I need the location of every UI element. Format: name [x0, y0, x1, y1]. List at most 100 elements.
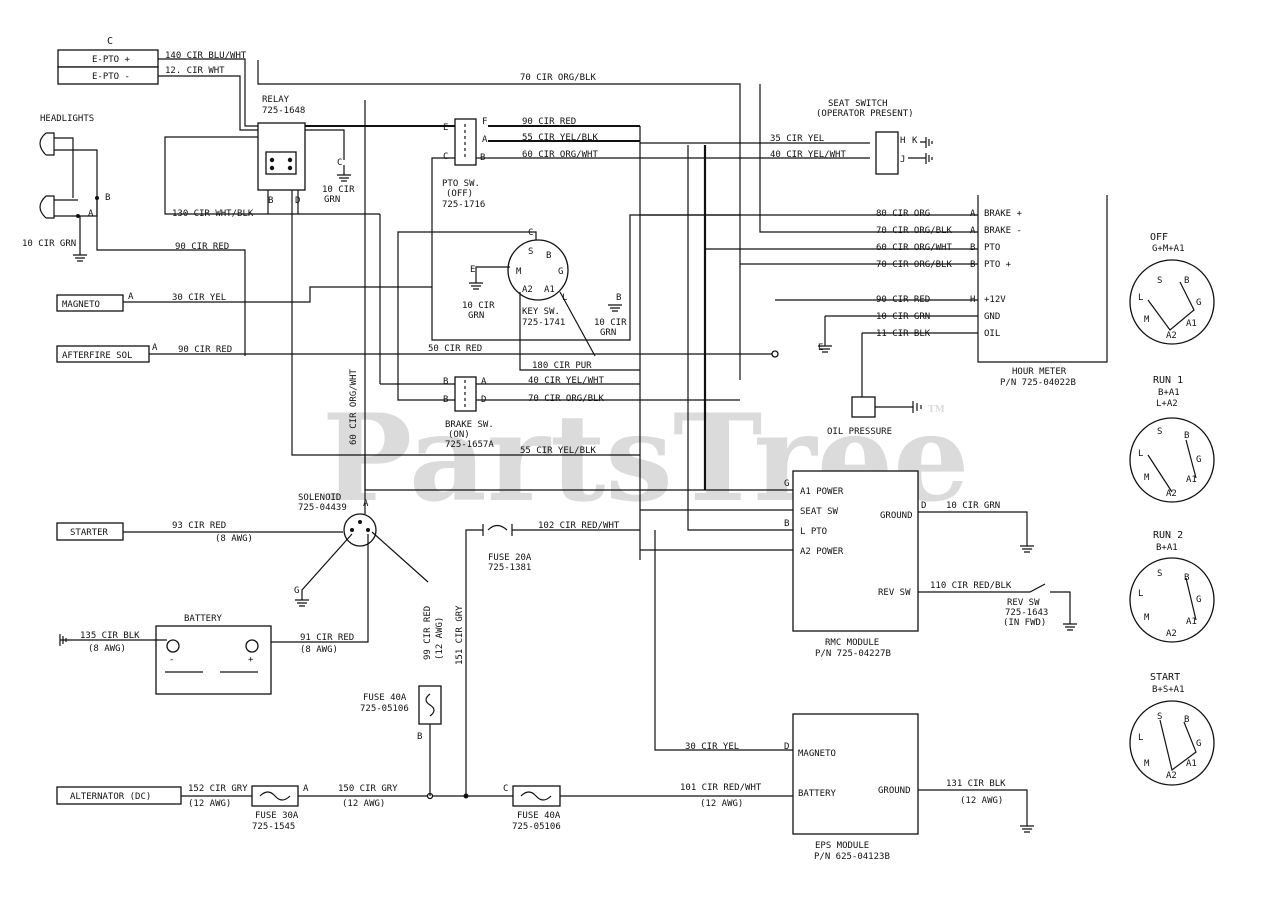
wire-91-gauge: (8 AWG)	[300, 645, 338, 655]
key-position-run1: RUN 1 B+A1 L+A2 S B L G M A2 A1	[1129, 375, 1215, 503]
solenoid-part: 725-04439	[298, 503, 347, 513]
svg-text:B: B	[1184, 715, 1189, 725]
key-gnd-right-pin: B	[616, 293, 621, 303]
svg-text:A2: A2	[1166, 489, 1177, 499]
rmc-rev-label: REV SW	[878, 588, 911, 598]
pto-pin-a: A	[482, 135, 488, 145]
rev-switch-title: REV SW	[1007, 598, 1040, 608]
magneto-pin: A	[128, 292, 134, 302]
relay-gnd-pin: C	[337, 158, 342, 168]
magneto-label: MAGNETO	[62, 300, 100, 310]
eps-magneto-label: MAGNETO	[798, 749, 836, 759]
hm-pin-3: B	[970, 260, 975, 270]
fuse-30a-title: FUSE 30A	[255, 811, 299, 821]
key-gnd-left-pin: E	[470, 265, 475, 275]
hour-meter-part: P/N 725-04022B	[1000, 378, 1076, 388]
key-gnd-right-2: GRN	[600, 328, 616, 338]
battery-neg-label: -	[169, 655, 174, 665]
wire-93-gauge: (8 AWG)	[215, 534, 253, 544]
solenoid-gnd-wire	[301, 533, 353, 600]
starter-label: STARTER	[70, 528, 109, 538]
afterfire-pin: A	[152, 343, 158, 353]
key-pos-run2-combo: B+A1	[1156, 543, 1178, 553]
svg-text:A1: A1	[1186, 319, 1197, 329]
relay-ground-icon	[337, 165, 351, 182]
rmc-module-body	[792, 470, 919, 632]
hm-wire-6: 11 CIR BLK	[876, 329, 931, 339]
seat-pin-k: K	[912, 136, 918, 146]
key-pin-m: M	[516, 267, 522, 277]
key-gnd-left-2: GRN	[468, 311, 484, 321]
brake-pin-a: A	[481, 377, 487, 387]
magneto-box	[56, 294, 124, 312]
rev-switch-part: 725-1643	[1005, 608, 1048, 618]
relay-gnd-label: 10 CIR	[322, 185, 355, 195]
wire-key-l	[559, 291, 596, 357]
seat-switch-subtitle: (OPERATOR PRESENT)	[816, 109, 914, 119]
relay-pin-b: B	[268, 196, 273, 206]
key-ground-right-icon	[608, 304, 622, 312]
wire-150-label: 150 CIR GRY	[338, 784, 398, 794]
headlight-wires	[54, 137, 98, 217]
hour-meter-gnd-pin: E	[818, 343, 823, 353]
wire-140-label: 140 CIR BLU/WHT	[165, 51, 247, 61]
wire-151-label: 151 CIR GRY	[455, 605, 465, 665]
key-position-start: START B+S+A1 S B L G M A2 A1	[1129, 672, 1215, 786]
svg-text:A2: A2	[1166, 331, 1177, 341]
key-switch-body	[507, 239, 569, 301]
rmc-input-2: L PTO	[800, 527, 827, 537]
svg-text:G: G	[1196, 298, 1201, 308]
brake-pin-b1: B	[443, 377, 448, 387]
key-gnd-wire	[475, 266, 510, 283]
wire-135-label: 135 CIR BLK	[80, 631, 140, 641]
wire-70b-label: 70 CIR ORG/BLK	[528, 394, 604, 404]
key-pin-l: L	[562, 293, 567, 303]
key-pin-b: B	[546, 251, 551, 261]
headlights-ground-label: 10 CIR GRN	[22, 239, 76, 249]
wire-99-label: 99 CIR RED	[423, 606, 433, 660]
headlight-1-icon	[39, 132, 55, 156]
wire-140	[158, 58, 258, 127]
pto-part: 725-1716	[442, 200, 485, 210]
wire-40b-label: 40 CIR YEL/WHT	[528, 376, 604, 386]
svg-text:M: M	[1144, 759, 1150, 769]
battery-neg-terminal	[166, 639, 180, 653]
rev-switch-wire	[918, 583, 1077, 631]
hour-meter-title: HOUR METER	[1012, 367, 1067, 377]
pto-state: (OFF)	[446, 189, 473, 199]
key-part: 725-1741	[522, 318, 565, 328]
wire-135-gauge: (8 AWG)	[88, 644, 126, 654]
wire-70-top-label: 70 CIR ORG/BLK	[520, 73, 596, 83]
hm-wire-0: 80 CIR ORG	[876, 209, 930, 219]
wire-90-red-label: 90 CIR RED	[522, 117, 576, 127]
wire-93-label: 93 CIR RED	[172, 521, 226, 531]
svg-text:B: B	[1184, 573, 1189, 583]
wire-99-gauge: (12 AWG)	[435, 617, 445, 660]
hour-meter-wires	[640, 214, 978, 334]
key-pos-start-combo: B+S+A1	[1152, 685, 1185, 695]
key-pin-a2: A2	[522, 285, 533, 295]
wire-110-label: 110 CIR RED/BLK	[930, 581, 1012, 591]
wire-30	[123, 286, 432, 303]
fuse-20a-icon	[482, 524, 513, 536]
fuse-40a-b-part: 725-05106	[360, 704, 409, 714]
rmc-ground-pin: D	[921, 501, 926, 511]
key-pos-run1-combo: B+A1	[1158, 388, 1180, 398]
hm-pin-4: H	[970, 295, 975, 305]
wire-90-af-end	[771, 350, 779, 358]
wire-90-af-label: 90 CIR RED	[178, 345, 232, 355]
hm-pin-1: A	[970, 226, 976, 236]
svg-text:A2: A2	[1166, 771, 1177, 781]
relay-part: 725-1648	[262, 106, 305, 116]
wire-10rmc-label: 10 CIR GRN	[946, 501, 1000, 511]
pto-pin-f: F	[482, 117, 487, 127]
svg-text:M: M	[1144, 613, 1150, 623]
fuse-40a-c-part: 725-05106	[512, 822, 561, 832]
hm-name-4: +12V	[984, 295, 1006, 305]
pto-pin-e: E	[443, 123, 448, 133]
hm-name-6: OIL	[984, 329, 1000, 339]
watermark-tm: TM	[928, 405, 945, 415]
wire-131-label: 131 CIR BLK	[946, 779, 1006, 789]
rmc-ground-label: GROUND	[880, 511, 913, 521]
key-pin-a1: A1	[544, 285, 555, 295]
